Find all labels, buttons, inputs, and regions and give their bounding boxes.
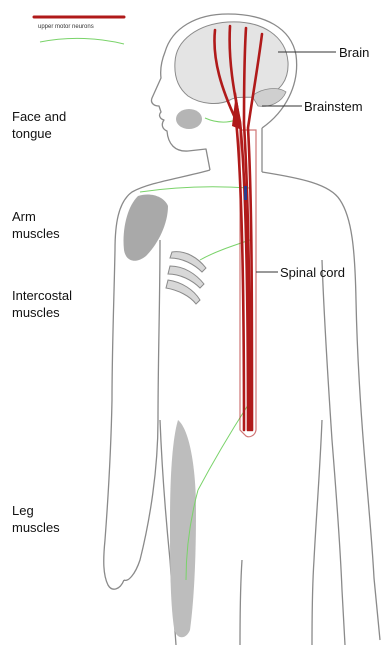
spinal-level-marker xyxy=(244,186,247,200)
left-arm-inner xyxy=(124,240,160,580)
face-muscle xyxy=(176,109,202,129)
arm-muscles-label: Arm muscles xyxy=(12,208,60,242)
brainstem-label: Brainstem xyxy=(304,98,363,115)
legend-label: upper motor neurons xyxy=(38,23,94,31)
torso-right-outline xyxy=(262,172,380,640)
crotch-line xyxy=(240,560,242,645)
intercostal-muscles-label: Intercostal muscles xyxy=(12,287,72,321)
leg-muscle xyxy=(170,420,196,637)
face-tongue-label: Face and tongue xyxy=(12,108,66,142)
arm-muscle xyxy=(124,194,168,260)
brain-label: Brain xyxy=(339,44,369,61)
hip-outline-right xyxy=(312,420,322,645)
right-arm-inner xyxy=(322,260,345,645)
leg-muscles-label: Leg muscles xyxy=(12,502,60,536)
spinal-cord-label: Spinal cord xyxy=(280,264,345,281)
